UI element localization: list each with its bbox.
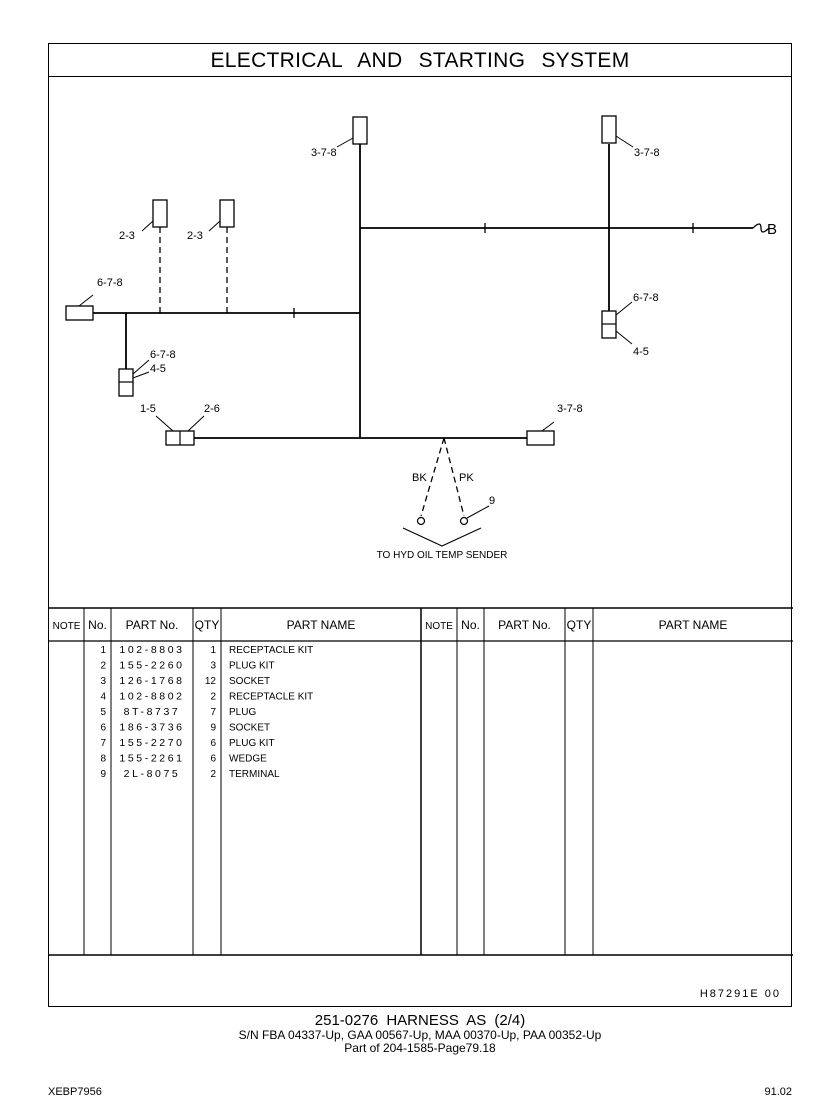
header-no-left: No. xyxy=(88,618,107,632)
sender-note: TO HYD OIL TEMP SENDER xyxy=(377,550,508,561)
terminal-pk xyxy=(459,516,469,526)
callout-bottom-right: 3-7-8 xyxy=(557,403,583,415)
connector-top-center xyxy=(352,116,368,145)
row-part-name: SOCKET xyxy=(229,676,270,687)
row-part-no: 155-2260 xyxy=(119,660,184,672)
row-part-no: 2L-8075 xyxy=(124,768,181,780)
row-number: 7 xyxy=(100,738,106,749)
row-qty: 7 xyxy=(210,707,216,718)
sheet-title: ELECTRICAL AND STARTING SYSTEM xyxy=(49,44,791,77)
sender-brace xyxy=(402,527,482,547)
row-qty: 9 xyxy=(210,723,216,734)
doc-code: XEBP7956 xyxy=(48,1086,102,1098)
row-qty: 2 xyxy=(210,692,216,703)
caption-serials: S/N FBA 04337-Up, GAA 00567-Up, MAA 0037… xyxy=(238,1028,602,1042)
callout-left-drop-lower: 4-5 xyxy=(150,363,166,375)
callout-left-end: 6-7-8 xyxy=(97,277,123,289)
header-part-name-left: PART NAME xyxy=(287,618,356,632)
row-qty: 12 xyxy=(205,676,217,687)
terminal-bk xyxy=(416,516,426,526)
row-number: 3 xyxy=(100,676,106,687)
row-number: 1 xyxy=(100,645,106,656)
row-qty: 3 xyxy=(210,661,216,672)
dashed-wires xyxy=(159,227,465,517)
connector-left-b xyxy=(219,199,235,228)
row-part-name: WEDGE xyxy=(229,754,267,765)
row-qty: 1 xyxy=(210,645,216,656)
leader-lines xyxy=(78,135,634,519)
terminal-rings xyxy=(416,516,469,526)
table-row: 9 2L-8075 2 TERMINAL xyxy=(100,768,280,780)
row-part-name: RECEPTACLE KIT xyxy=(229,645,313,656)
header-qty-right: QTY xyxy=(567,618,592,632)
table-row: 8 155-2261 6 WEDGE xyxy=(100,753,267,765)
table-row: 5 8T-8737 7 PLUG xyxy=(100,706,256,718)
header-part-no-left: PART No. xyxy=(126,618,179,632)
header-no-right: No. xyxy=(461,618,480,632)
row-part-no: 102-8803 xyxy=(119,644,184,656)
table-row: 4 102-8802 2 RECEPTACLE KIT xyxy=(100,691,313,703)
callout-top-center: 3-7-8 xyxy=(311,147,337,159)
wire-label-bk: BK xyxy=(412,472,427,484)
callout-bottom-left-b: 2-6 xyxy=(204,403,220,415)
row-part-no: 126-1768 xyxy=(119,675,184,687)
harness-diagram: 3-7-8 3-7-8 2-3 2-3 6-7-8 6-7-8 4-5 6-7-… xyxy=(65,115,777,561)
parts-sheet: ELECTRICAL AND STARTING SYSTEM xyxy=(48,43,793,1007)
row-part-name: PLUG xyxy=(229,707,256,718)
row-part-name: SOCKET xyxy=(229,723,270,734)
callout-left-b: 2-3 xyxy=(187,230,203,242)
table-row: 1 102-8803 1 RECEPTACLE KIT xyxy=(100,644,313,656)
row-part-no: 186-3736 xyxy=(119,722,184,734)
callout-top-right: 3-7-8 xyxy=(634,147,660,159)
page-number: 91.02 xyxy=(764,1086,792,1098)
parts-table: NOTE No. PART No. QTY PART NAME NOTE No.… xyxy=(49,607,793,956)
row-part-no: 155-2270 xyxy=(119,737,184,749)
wire-label-pk: PK xyxy=(459,472,474,484)
header-qty-left: QTY xyxy=(195,618,220,632)
row-part-no: 102-8802 xyxy=(119,691,184,703)
header-note-right: NOTE xyxy=(425,621,453,632)
row-part-name: RECEPTACLE KIT xyxy=(229,692,313,703)
table-row: 7 155-2270 6 PLUG KIT xyxy=(100,737,274,749)
row-qty: 2 xyxy=(210,769,216,780)
callout-left-a: 2-3 xyxy=(119,230,135,242)
connector-bottom-right xyxy=(526,430,555,446)
wire-ticks xyxy=(293,223,694,318)
row-number: 4 xyxy=(100,692,106,703)
caption-title: 251-0276 HARNESS AS (2/4) xyxy=(314,1012,526,1029)
row-number: 2 xyxy=(100,661,106,672)
callout-bottom-left-a: 1-5 xyxy=(140,403,156,415)
row-part-name: TERMINAL xyxy=(229,769,280,780)
table-grid xyxy=(49,607,793,956)
row-qty: 6 xyxy=(210,754,216,765)
connector-dividers xyxy=(119,323,616,445)
row-number: 5 xyxy=(100,707,106,718)
row-part-no: 8T-8737 xyxy=(124,706,181,718)
table-row: 6 186-3736 9 SOCKET xyxy=(100,722,270,734)
table-row: 3 126-1768 12 SOCKET xyxy=(100,675,270,687)
continuation-break xyxy=(752,223,770,233)
callout-left-drop-upper: 6-7-8 xyxy=(150,349,176,361)
connector-left-a xyxy=(152,199,168,228)
row-qty: 6 xyxy=(210,738,216,749)
row-number: 8 xyxy=(100,754,106,765)
caption-part-of: Part of 204-1585-Page79.18 xyxy=(344,1041,496,1055)
figure-id: H87291E 00 xyxy=(699,988,781,1000)
header-part-no-right: PART No. xyxy=(498,618,551,632)
row-part-no: 155-2261 xyxy=(119,753,184,765)
header-part-name-right: PART NAME xyxy=(659,618,728,632)
callout-right-drop-upper: 6-7-8 xyxy=(633,292,659,304)
caption: 251-0276 HARNESS AS (2/4) S/N FBA 04337-… xyxy=(0,1013,840,1055)
row-number: 6 xyxy=(100,723,106,734)
continuation-label: B xyxy=(767,221,777,238)
row-part-name: PLUG KIT xyxy=(229,661,275,672)
row-part-name: PLUG KIT xyxy=(229,738,275,749)
table-row: 2 155-2260 3 PLUG KIT xyxy=(100,660,274,672)
connector-top-right xyxy=(601,115,617,144)
callout-terminal: 9 xyxy=(489,495,495,507)
callout-right-drop-lower: 4-5 xyxy=(633,346,649,358)
header-note-left: NOTE xyxy=(53,621,81,632)
row-number: 9 xyxy=(100,769,106,780)
